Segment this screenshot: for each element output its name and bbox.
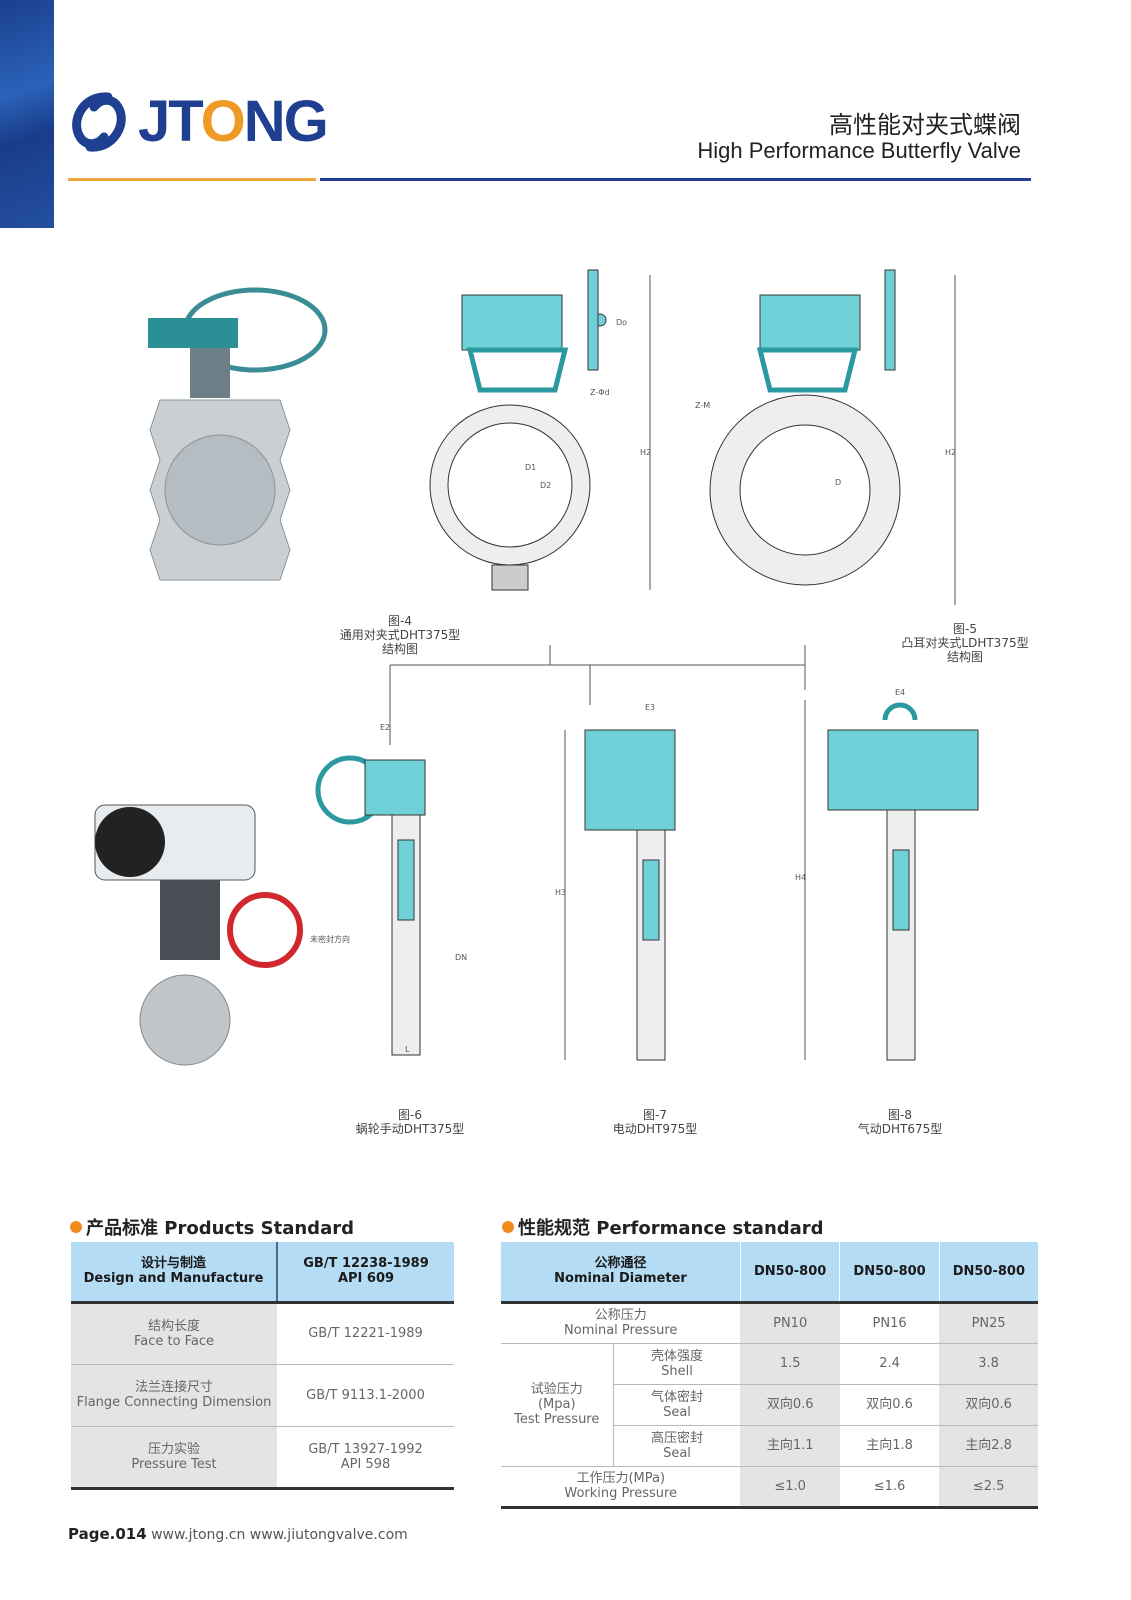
figure-5-caption: 图-5 凸耳对夹式LDHT375型 结构图 [880, 622, 1050, 664]
dim-label-d2: D2 [540, 481, 551, 490]
figure-6-caption: 图-6 蜗轮手动DHT375型 [330, 1108, 490, 1136]
footer-urls[interactable]: www.jtong.cn www.jiutongvalve.com [151, 1527, 408, 1543]
figure-number: 图-6 [398, 1108, 422, 1122]
figure-7-caption: 图-7 电动DHT975型 [575, 1108, 735, 1136]
logo-swirl-icon [72, 91, 126, 152]
products-standard-title: 产品标准 Products Standard [70, 1214, 354, 1240]
figure-name: 蜗轮手动DHT375型 [355, 1122, 465, 1136]
connector-lines [389, 645, 806, 745]
figure-4-drawing: H2 Do Z-Φd D1 D2 [429, 269, 651, 591]
valve-photo-pneumatic [94, 804, 303, 1066]
page-footer: Page.014 www.jtong.cn www.jiutongvalve.c… [68, 1525, 408, 1543]
dim-label-dn: DN [455, 953, 467, 962]
header-rule-blue [320, 178, 1031, 181]
dim-label-e2: E2 [380, 723, 390, 732]
dim-label-h4: H4 [795, 873, 806, 882]
dim-label-e3: E3 [645, 703, 655, 712]
valve-drawings: H2 Do Z-Φd D1 D2 H2 Z-M D E2 未密封方向 DN L … [94, 269, 979, 1066]
figure-sub: 结构图 [381, 642, 418, 656]
dim-label-l: L [405, 1045, 410, 1054]
dim-label-h2: H2 [640, 448, 651, 457]
header-rule-orange [68, 178, 316, 181]
page-number: Page.014 [68, 1525, 147, 1543]
bullet-dot-icon [502, 1221, 514, 1233]
performance-standard-title: 性能规范 Performance standard [502, 1214, 824, 1240]
corner-decoration [0, 0, 54, 228]
valve-photo-gear [148, 287, 328, 581]
dim-label-h2-b: H2 [945, 448, 956, 457]
figure-6-drawing: E2 未密封方向 DN L [310, 723, 467, 1056]
dim-label-zd: Z-Φd [590, 388, 610, 397]
figure-8-caption: 图-8 气动DHT675型 [820, 1108, 980, 1136]
dim-label-h3: H3 [555, 888, 566, 897]
page-title-en: High Performance Butterfly Valve [697, 138, 1021, 163]
figure-8-drawing: E4 H4 [795, 688, 979, 1061]
figure-number: 图-7 [643, 1108, 667, 1122]
figure-number: 图-5 [953, 622, 977, 636]
figure-name: 电动DHT975型 [612, 1122, 698, 1136]
figure-name: 通用对夹式DHT375型 [339, 628, 461, 642]
seal-direction-label: 未密封方向 [310, 934, 350, 944]
dim-label-d1: D1 [525, 463, 536, 472]
brand-name: JTONG [138, 89, 329, 154]
bullet-dot-icon [70, 1221, 82, 1233]
figure-7-drawing: E3 H3 [555, 703, 676, 1061]
figure-sub: 结构图 [946, 650, 983, 664]
dim-label-zm: Z-M [695, 401, 710, 410]
dim-label-d: D [835, 478, 841, 487]
figure-name: 气动DHT675型 [857, 1122, 943, 1136]
figure-number: 图-4 [388, 614, 412, 628]
figure-name: 凸耳对夹式LDHT375型 [901, 636, 1029, 650]
brand-logo: JTONG [68, 88, 329, 155]
dim-label-e4: E4 [895, 688, 905, 697]
figure-number: 图-8 [888, 1108, 912, 1122]
figure-4-caption: 图-4 通用对夹式DHT375型 结构图 [320, 614, 480, 656]
table-row: 工作压力(MPa)Working Pressure ≤1.0 ≤1.6 ≤2.5 [501, 1466, 1038, 1509]
page-title-zh: 高性能对夹式蝶阀 [829, 111, 1021, 139]
figure-5-drawing: H2 Z-M D [695, 269, 956, 605]
dim-label-do: Do [616, 318, 627, 327]
